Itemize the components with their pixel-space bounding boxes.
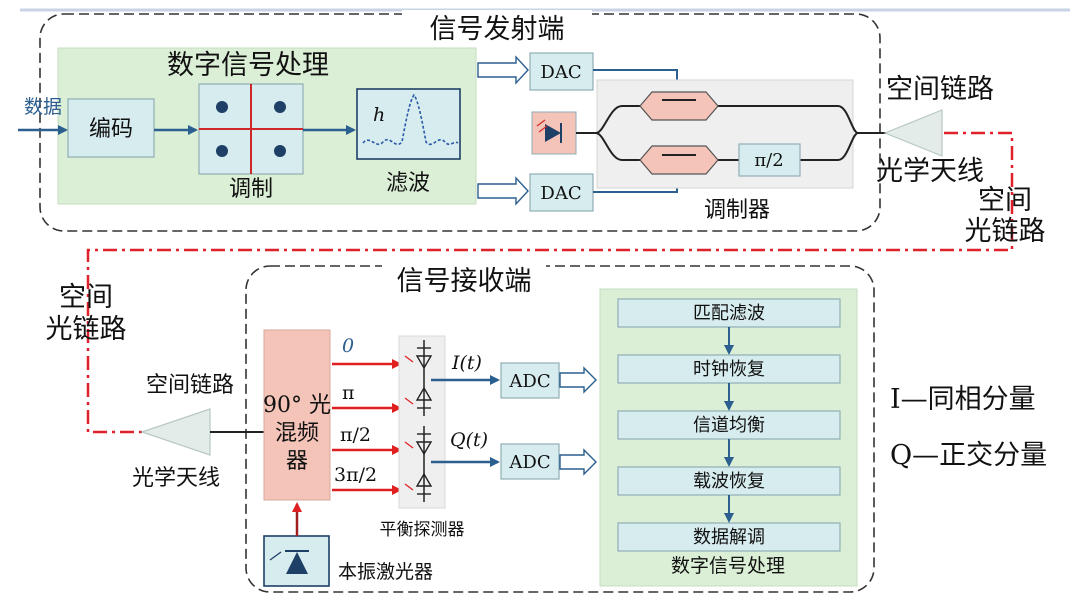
hollow-arrow-icon [559, 366, 597, 394]
encode-box [67, 98, 155, 158]
constellation-point [216, 145, 228, 157]
dac-label-bottom: DAC [540, 183, 581, 204]
receiver-frame [245, 265, 875, 593]
phase-modulator-top [639, 91, 719, 121]
adc-label-q: ADC [508, 452, 550, 473]
dsp-step-label: 数据解调 [693, 527, 765, 548]
legend-q: Q—正交分量 [890, 440, 1047, 471]
phase-modulator-bottom [639, 145, 719, 175]
phase-shifter-box [738, 143, 801, 177]
optical-hybrid-box [263, 329, 331, 501]
adc-box-i [500, 362, 560, 399]
i-signal-label: I(t) [451, 352, 482, 374]
rx-dsp-title: 数字信号处理 [671, 555, 785, 577]
transmitter-title: 信号发射端 [430, 14, 565, 45]
encode-label: 编码 [89, 117, 133, 142]
transmitter-title-bg [402, 10, 592, 44]
balanced-detector-box [398, 335, 446, 509]
dac-box-top [529, 52, 594, 91]
dsp-step-label: 时钟恢复 [693, 359, 765, 380]
hybrid-label-2: 混频 [275, 421, 319, 446]
iq-modulator-bg [596, 79, 854, 189]
free-space-optical-link [86, 131, 1014, 434]
tx-antenna-label: 光学天线 [876, 156, 984, 187]
adc-label-i: ADC [508, 371, 550, 392]
constellation-point [216, 101, 228, 113]
dsp-step-box [617, 466, 841, 496]
mz-upper-arm [576, 105, 888, 134]
link-label-right-2: 光链路 [965, 216, 1046, 247]
photodiode-pair-bottom [404, 426, 433, 502]
modulation-label: 调制 [229, 177, 273, 202]
laser-diode-icon [545, 124, 561, 142]
dsp-step-label: 匹配滤波 [693, 303, 765, 324]
hollow-arrow-icon [477, 55, 529, 85]
dsp-step-box [617, 298, 841, 328]
dac-box-bottom [529, 173, 594, 212]
hollow-arrow-icon [559, 448, 597, 476]
laser-ray [538, 125, 548, 133]
receiver-title: 信号接收端 [397, 266, 532, 297]
lo-label: 本振激光器 [338, 561, 433, 583]
mz-lower-arm [595, 132, 859, 161]
input-data-label: 数据 [24, 96, 62, 118]
rx-space-link-label: 空间链路 [146, 373, 234, 398]
hybrid-label-3: 器 [286, 449, 308, 474]
tx-dsp-title: 数字信号处理 [167, 50, 329, 81]
link-label-left-2: 光链路 [46, 314, 127, 345]
rx-antenna-label: 光学天线 [132, 466, 220, 491]
dsp-step-label: 信道均衡 [693, 415, 765, 436]
rx-antenna-icon [140, 408, 211, 456]
constellation-point [274, 145, 286, 157]
filter-box [356, 88, 461, 160]
adc-box-q [500, 443, 560, 480]
dac-label-top: DAC [540, 62, 581, 83]
filter-label: 滤波 [386, 171, 430, 196]
tx-space-link-label: 空间链路 [886, 74, 994, 105]
receiver-title-bg [382, 262, 546, 296]
phase-label-0: 0 [342, 335, 354, 357]
phase-shift-label: π/2 [754, 150, 783, 171]
laser-ray [536, 119, 546, 127]
legend-i: I—同相分量 [890, 384, 1036, 415]
dsp-step-box [617, 410, 841, 440]
sinc-pulse-icon [362, 93, 459, 146]
lo-laser-icon [286, 552, 308, 574]
detector-label: 平衡探测器 [380, 520, 465, 540]
filter-symbol: h [373, 104, 385, 126]
hollow-arrow-icon [477, 176, 529, 206]
link-label-right-1: 空间 [978, 185, 1032, 216]
phase-label-pi: π [342, 382, 355, 404]
phase-label-3pi-2: 3π/2 [334, 464, 377, 486]
dsp-step-box [617, 354, 841, 384]
lo-laser-ray [269, 551, 282, 561]
link-label-left-1: 空间 [59, 282, 113, 313]
q-signal-label: Q(t) [450, 429, 488, 451]
modulator-label: 调制器 [704, 198, 770, 223]
dsp-step-label: 载波恢复 [693, 471, 765, 492]
tx-antenna-icon [883, 109, 943, 157]
photodiode-pair-top [404, 340, 433, 416]
hybrid-label-1: 90° 光 [263, 393, 331, 418]
constellation-point [274, 101, 286, 113]
dsp-step-box [617, 522, 841, 552]
phase-label-pi-2: π/2 [340, 424, 371, 446]
